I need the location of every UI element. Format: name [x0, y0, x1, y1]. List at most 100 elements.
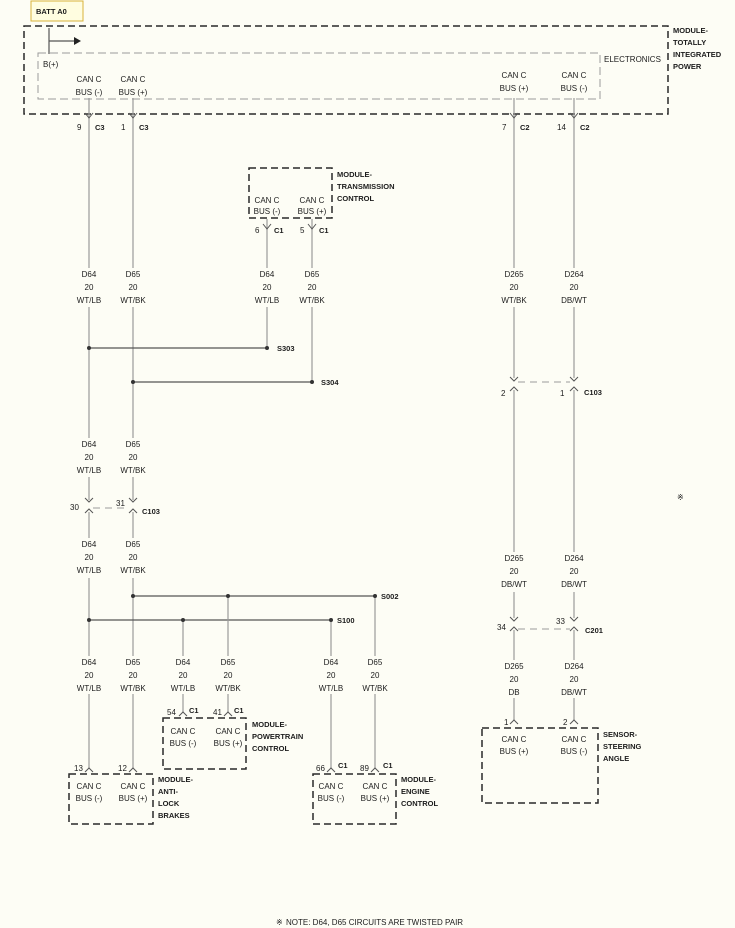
pin-number: 13 — [74, 764, 83, 773]
connector-id: C1 — [383, 761, 393, 770]
connector-icon — [509, 719, 519, 725]
tipm-outline — [23, 25, 669, 115]
connector-icon — [128, 112, 138, 119]
splice-dot — [329, 618, 333, 622]
tipm-pin-label: BUS (-) — [561, 84, 588, 93]
connector-symbols — [84, 112, 579, 773]
connector-icon — [569, 626, 579, 632]
connector-id: C3 — [139, 123, 149, 132]
abs-module: CAN C BUS (-) CAN C BUS (+) MODULE- ANTI… — [68, 764, 193, 825]
wire-gauge: 20 — [371, 671, 380, 680]
wire-color: WT/BK — [120, 466, 146, 475]
wire-code: D65 — [305, 270, 320, 279]
tcm-module: CAN C BUS (-) CAN C BUS (+) MODULE- TRAN… — [248, 167, 395, 235]
ecm-name-2: ENGINE — [401, 787, 430, 796]
connector-icon — [84, 497, 94, 503]
pin-number: 1 — [121, 123, 126, 132]
tipm-module: BATT A0 B(+) ELECTRONICS MODULE- TOTALLY… — [23, 0, 722, 132]
splice-dot — [131, 594, 135, 598]
tcm-pin-label: BUS (+) — [298, 207, 327, 216]
wire-color: WT/BK — [362, 684, 388, 693]
sas-name-3: ANGLE — [603, 754, 629, 763]
pin-number: 14 — [557, 123, 566, 132]
wire-color: WT/LB — [77, 466, 101, 475]
splice-dot — [87, 346, 91, 350]
wire-gauge: 20 — [129, 453, 138, 462]
wire-gauge: 20 — [308, 283, 317, 292]
connector-icon — [223, 711, 233, 717]
wire-color: WT/BK — [299, 296, 325, 305]
pin-number: 1 — [560, 389, 565, 398]
pcm-pin-label: CAN C — [171, 727, 196, 736]
wire-color: WT/BK — [501, 296, 527, 305]
splice-dot — [226, 594, 230, 598]
wire-gauge: 20 — [129, 283, 138, 292]
ecm-module: CAN C BUS (-) CAN C BUS (+) MODULE- ENGI… — [312, 761, 438, 825]
connector-id: C1 — [274, 226, 284, 235]
ecm-name-3: CONTROL — [401, 799, 438, 808]
splice-dots — [87, 346, 377, 622]
sas-outline — [481, 727, 599, 804]
wire-code: D64 — [82, 270, 97, 279]
wire-color: WT/LB — [255, 296, 279, 305]
abs-pin-label: CAN C — [77, 782, 102, 791]
pin-number: 33 — [556, 617, 565, 626]
pcm-name-3: CONTROL — [252, 744, 289, 753]
wire-color: WT/LB — [319, 684, 343, 693]
pin-number: 31 — [116, 499, 125, 508]
connector-id: C2 — [580, 123, 590, 132]
tipm-name-1: MODULE- — [673, 26, 708, 35]
pin-number: 5 — [300, 226, 305, 235]
connector-id: C1 — [338, 761, 348, 770]
wire-code: D65 — [126, 440, 141, 449]
wire-labels: D64 20 WT/LB D65 20 WT/BK D64 20 WT/LB D… — [77, 270, 587, 697]
ecm-pin-label: BUS (-) — [318, 794, 345, 803]
tipm-pin-label: CAN C — [502, 71, 527, 80]
wire-color: DB — [508, 688, 519, 697]
wire-gauge: 20 — [85, 283, 94, 292]
splice-label: S303 — [277, 344, 295, 353]
abs-pin-label: BUS (+) — [119, 794, 148, 803]
tipm-name-4: POWER — [673, 62, 702, 71]
ecm-name-1: MODULE- — [401, 775, 436, 784]
tcm-pin-label: CAN C — [255, 196, 280, 205]
wire-code: D65 — [368, 658, 383, 667]
wire-color: DB/WT — [561, 580, 587, 589]
sas-pin-label: CAN C — [562, 735, 587, 744]
wire-code: D264 — [564, 554, 584, 563]
connector-icon — [128, 508, 138, 514]
tipm-electronics-label: ELECTRONICS — [604, 55, 661, 64]
tcm-name-1: MODULE- — [337, 170, 372, 179]
pin-number: 89 — [360, 764, 369, 773]
connector-icon — [178, 711, 188, 717]
ecm-pin-label: CAN C — [319, 782, 344, 791]
wire-color: WT/LB — [77, 684, 101, 693]
splice-label: S304 — [321, 378, 339, 387]
wire-code: D65 — [126, 658, 141, 667]
connector-icon — [128, 497, 138, 503]
wire-code: D265 — [504, 270, 524, 279]
connector-icon — [370, 767, 380, 773]
connector-id: C3 — [95, 123, 105, 132]
connector-icon — [128, 767, 138, 773]
connector-icon — [307, 223, 317, 230]
tcm-pin-label: CAN C — [300, 196, 325, 205]
note: ※ NOTE: D64, D65 CIRCUITS ARE TWISTED PA… — [276, 918, 463, 927]
arrow-icon — [74, 37, 81, 45]
sas-pin-label: BUS (+) — [500, 747, 529, 756]
wire-gauge: 20 — [510, 675, 519, 684]
abs-name-4: BRAKES — [158, 811, 190, 820]
tipm-pin-label: BUS (+) — [119, 88, 148, 97]
wire-code: D64 — [260, 270, 275, 279]
connector-icon — [569, 719, 579, 725]
wire-color: DB/WT — [561, 296, 587, 305]
wire-code: D265 — [504, 662, 524, 671]
connector-icon — [326, 767, 336, 773]
wire-color: WT/LB — [171, 684, 195, 693]
connector-icon — [569, 112, 579, 119]
wire-gauge: 20 — [85, 453, 94, 462]
wires — [88, 98, 575, 768]
wire-color: WT/BK — [120, 566, 146, 575]
splice-label: S100 — [337, 616, 355, 625]
